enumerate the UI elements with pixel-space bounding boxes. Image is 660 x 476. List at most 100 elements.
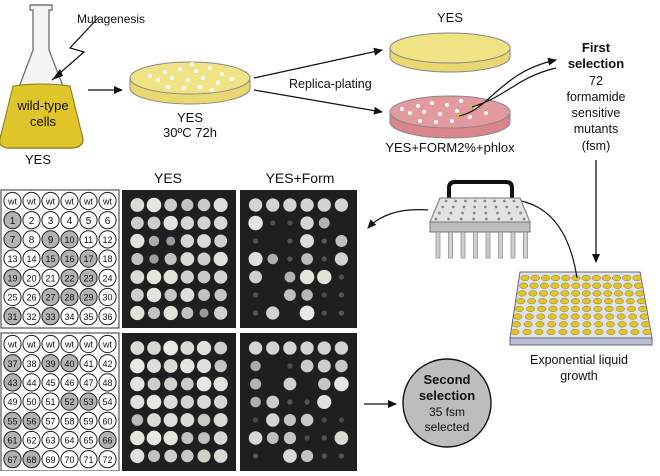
strain-label: 27 xyxy=(45,293,55,303)
exp-growth-label-2: growth xyxy=(560,369,598,383)
colony-spot xyxy=(131,414,144,426)
strain-label: 39 xyxy=(45,359,55,369)
strain-label: 28 xyxy=(64,293,74,303)
colony-spot xyxy=(180,252,195,266)
colony-spot xyxy=(196,358,212,374)
flask-medium-label: YES xyxy=(25,152,51,167)
strain-label: wt xyxy=(45,340,55,350)
microplate-well xyxy=(593,313,603,320)
wild-type-strain-circle xyxy=(60,191,79,211)
colony-spot xyxy=(181,449,194,463)
first-selection-title-1: First xyxy=(582,40,611,55)
microplate-well xyxy=(635,290,645,297)
strain-label: 64 xyxy=(64,436,74,446)
colony-spot xyxy=(181,431,194,445)
strain-label: 11 xyxy=(84,235,93,245)
mutant-strain-circle xyxy=(22,450,41,469)
colony-spot xyxy=(301,449,314,463)
mutant-strain-circle xyxy=(3,430,22,450)
strain-label: wt xyxy=(102,340,112,350)
fsm-line-4: (fsm) xyxy=(582,139,610,153)
second-selection: Second selection 35 fsm selected xyxy=(402,358,492,448)
strain-label: 6 xyxy=(105,216,111,227)
yes-top-label: YES xyxy=(437,10,463,25)
colony-spot xyxy=(164,198,178,212)
colony-spot xyxy=(164,252,177,266)
colony-spot xyxy=(300,198,314,212)
colony-spot xyxy=(197,413,211,427)
mutant-strain-circle xyxy=(60,307,79,326)
mutant-strain-circle xyxy=(98,450,117,469)
replicator-hole xyxy=(519,211,523,215)
colony-spot xyxy=(130,270,145,284)
colony-spot xyxy=(283,449,297,463)
microplate-well xyxy=(540,282,549,289)
replicator-hole xyxy=(472,217,476,221)
colony-spot xyxy=(283,377,297,391)
colony-spot xyxy=(321,417,327,423)
replicator-hole xyxy=(434,217,438,221)
microplate-well xyxy=(536,313,546,320)
mutant-strain-circle xyxy=(79,411,98,430)
microplate-well xyxy=(605,313,615,320)
replicator-hole xyxy=(512,199,516,203)
microplate-well xyxy=(520,274,530,282)
fsm-line-1: formamide xyxy=(566,90,625,104)
plate-medium-label: YES xyxy=(177,110,203,125)
colony-spot xyxy=(317,359,331,373)
strain-label: 18 xyxy=(102,254,112,264)
colony-spot xyxy=(300,234,315,248)
colony-spot xyxy=(266,341,280,355)
microplate-well xyxy=(534,328,544,336)
mutant-strain-circle xyxy=(3,268,22,287)
microplate-well xyxy=(592,282,602,289)
colony-spot xyxy=(197,395,211,409)
strain-label: 19 xyxy=(7,273,17,283)
strain-label: 12 xyxy=(102,235,112,245)
colony-spot xyxy=(248,198,263,212)
replicator-hole xyxy=(451,205,455,209)
colony-spot xyxy=(317,269,332,285)
microplate-well xyxy=(535,321,545,328)
photo-yes-2 xyxy=(122,333,236,471)
colony-spot xyxy=(338,453,345,459)
microplate-well xyxy=(528,290,538,297)
colony-spot xyxy=(214,234,228,248)
mutant-strain-circle xyxy=(22,287,41,307)
microplate-well xyxy=(549,298,559,305)
second-selection-title-2: selection xyxy=(419,388,475,403)
replicator-hole xyxy=(483,199,487,203)
colony-spot xyxy=(252,417,259,423)
strain-label: 55 xyxy=(7,416,17,426)
mutant-strain-circle xyxy=(60,450,79,469)
microplate-well xyxy=(560,290,570,297)
mutant-strain-circle xyxy=(60,287,79,307)
strain-label: 61 xyxy=(7,436,17,446)
colony-spot xyxy=(334,252,349,266)
microplate-well xyxy=(603,298,613,305)
strain-label: wt xyxy=(26,197,36,207)
strain-label: 3 xyxy=(48,216,54,227)
colony-spot xyxy=(198,289,210,301)
strain-label: 65 xyxy=(83,436,93,446)
mutant-strain-circle xyxy=(41,430,60,450)
colony-spot xyxy=(130,305,145,321)
strain-label: 21 xyxy=(45,273,55,283)
replicator-pin xyxy=(498,231,503,259)
mutant-strain-circle xyxy=(41,307,60,326)
microplate-well xyxy=(551,274,560,282)
colony-spot xyxy=(197,198,211,212)
microplate-well xyxy=(549,290,559,297)
microplate-well xyxy=(623,282,633,289)
strain-label: 29 xyxy=(83,293,93,303)
colony-spot xyxy=(146,394,162,410)
colony-spot xyxy=(252,292,259,298)
microplate-well xyxy=(593,305,603,312)
microplate-well xyxy=(630,328,640,336)
microplate-well xyxy=(632,274,642,282)
microplate-well xyxy=(570,305,580,312)
mutant-strain-circle xyxy=(41,268,60,287)
colony-spot xyxy=(250,396,261,408)
replicator-pin xyxy=(435,231,441,259)
colony-spot xyxy=(334,198,349,212)
